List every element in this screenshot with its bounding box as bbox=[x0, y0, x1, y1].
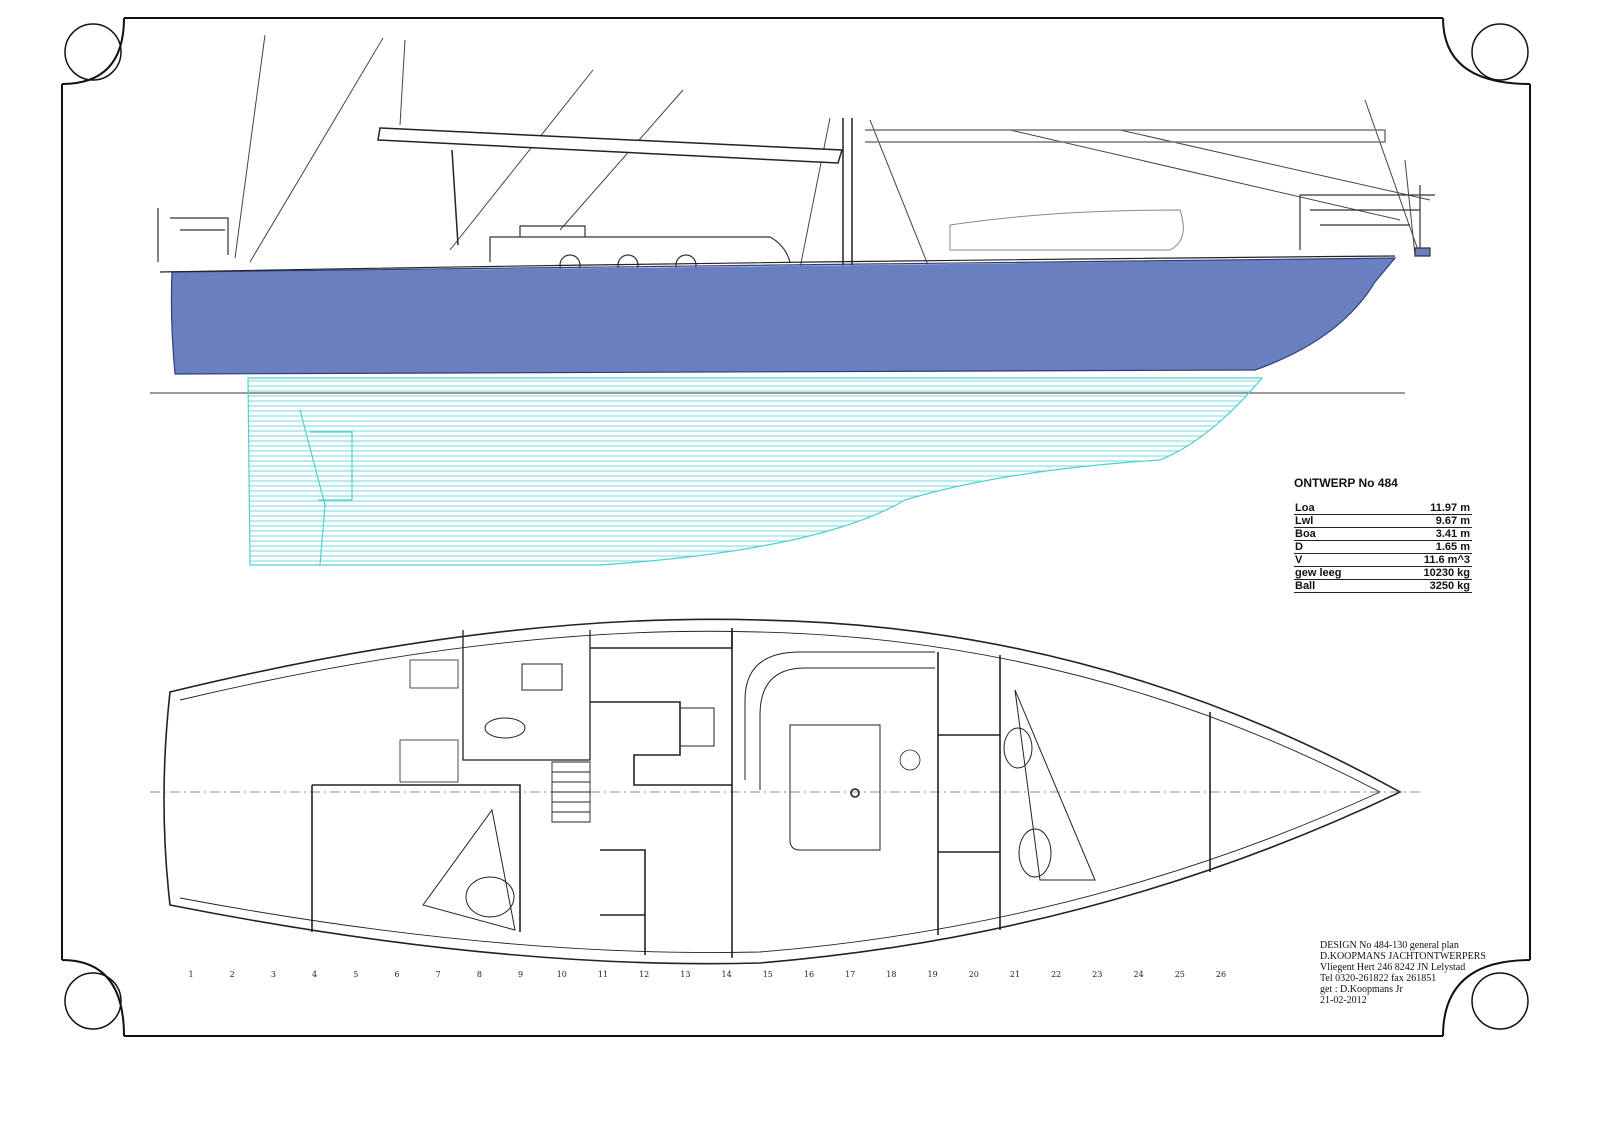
design-number-heading: ONTWERP No 484 bbox=[1294, 476, 1398, 490]
station-label: 10 bbox=[556, 970, 567, 979]
station-label: 4 bbox=[312, 970, 318, 979]
title-line-date: 21-02-2012 bbox=[1320, 995, 1367, 1006]
spec-label: Lwl bbox=[1294, 514, 1382, 528]
title-line-design: DESIGN No 484-130 general plan bbox=[1320, 940, 1459, 951]
spec-label: Ball bbox=[1294, 579, 1382, 593]
station-label: 5 bbox=[353, 970, 359, 979]
station-label: 2 bbox=[229, 970, 235, 979]
station-label: 26 bbox=[1215, 970, 1227, 979]
station-label: 11 bbox=[597, 970, 609, 979]
title-line-company: D.KOOPMANS JACHTONTWERPERS bbox=[1320, 951, 1486, 962]
station-label: 20 bbox=[968, 970, 979, 979]
station-label: 6 bbox=[394, 970, 400, 979]
station-label: 18 bbox=[886, 970, 897, 979]
title-line-drawn-by: get : D.Koopmans Jr bbox=[1320, 984, 1403, 995]
spec-value: 11.97 m bbox=[1381, 502, 1472, 515]
mast-and-boom bbox=[377, 118, 1386, 272]
station-label: 8 bbox=[476, 970, 482, 979]
station-label: 13 bbox=[680, 970, 691, 979]
title-block: DESIGN No 484-130 general plan D.KOOPMAN… bbox=[1320, 940, 1560, 1006]
station-label: 24 bbox=[1133, 970, 1144, 979]
spec-label: D bbox=[1294, 540, 1382, 554]
spec-value: 3250 kg bbox=[1381, 579, 1472, 593]
station-label: 23 bbox=[1092, 970, 1103, 979]
title-line-phone: Tel 0320-261822 fax 261851 bbox=[1320, 973, 1437, 984]
title-line-address: Vliegent Hert 246 8242 JN Lelystad bbox=[1320, 962, 1466, 973]
underwater-body bbox=[247, 377, 1264, 566]
station-label: 1 bbox=[188, 970, 194, 979]
sheer-line bbox=[159, 255, 1396, 273]
hull-topsides bbox=[170, 257, 1397, 375]
station-label: 9 bbox=[518, 970, 524, 979]
deck-plan bbox=[150, 618, 1420, 965]
deck-structures bbox=[157, 185, 1435, 276]
rigging-lines bbox=[234, 34, 1431, 271]
station-label: 17 bbox=[845, 970, 856, 979]
spec-value: 11.6 m^3 bbox=[1381, 553, 1472, 567]
station-label: 15 bbox=[762, 970, 773, 979]
station-label: 19 bbox=[927, 970, 938, 979]
station-label: 22 bbox=[1051, 970, 1062, 979]
station-label: 14 bbox=[721, 970, 732, 979]
station-label: 7 bbox=[435, 970, 441, 979]
spec-label: Boa bbox=[1294, 527, 1382, 541]
station-label: 12 bbox=[639, 970, 650, 979]
spec-value: 3.41 m bbox=[1381, 527, 1472, 541]
spec-value: 10230 kg bbox=[1381, 566, 1472, 580]
spec-value: 1.65 m bbox=[1381, 540, 1472, 554]
spec-label: V bbox=[1294, 553, 1382, 567]
station-label: 25 bbox=[1174, 970, 1185, 979]
station-label: 3 bbox=[270, 970, 276, 979]
station-label: 21 bbox=[1009, 970, 1021, 979]
station-label: 16 bbox=[803, 970, 815, 979]
spec-label: Loa bbox=[1294, 502, 1382, 515]
drawing-border bbox=[61, 17, 1531, 1037]
spec-value: 9.67 m bbox=[1381, 514, 1472, 528]
spec-label: gew leeg bbox=[1294, 566, 1382, 580]
